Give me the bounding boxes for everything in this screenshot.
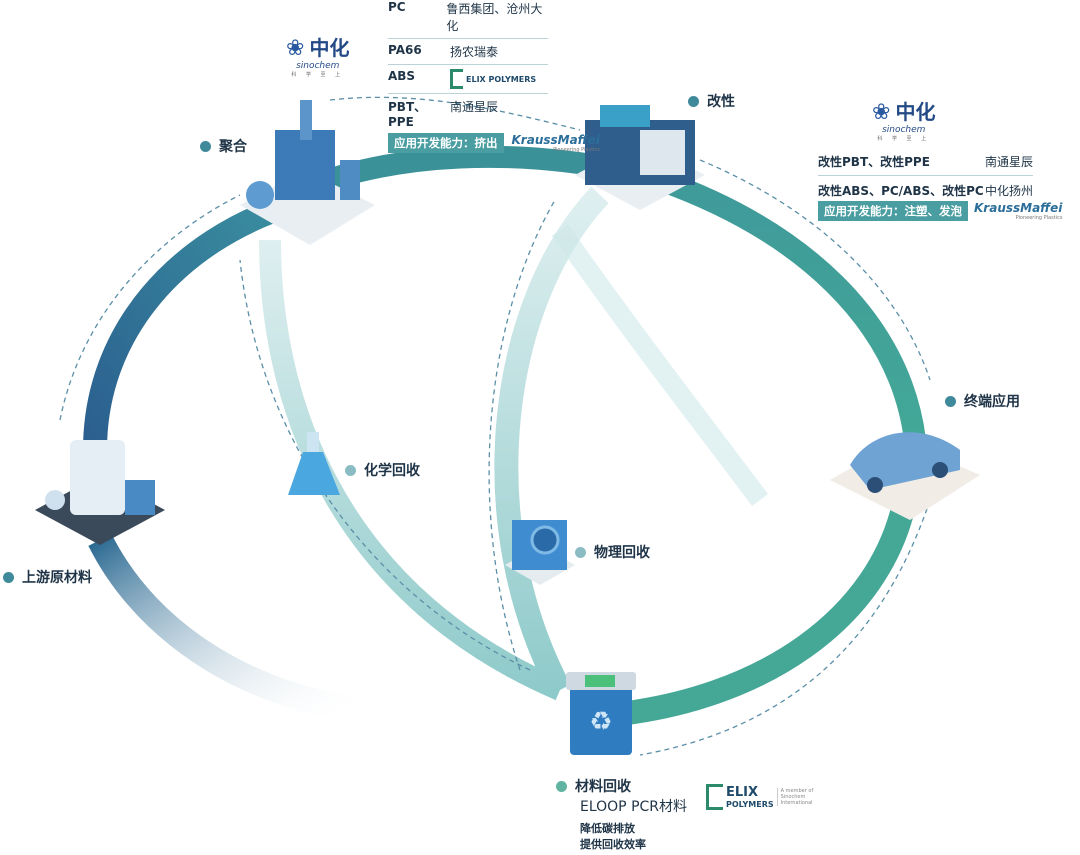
node-end-use: 终端应用 <box>945 391 1020 411</box>
arc-modification-to-enduse <box>656 169 926 442</box>
node-chemical-recycling: 化学回收 <box>345 460 420 480</box>
dashed-flow-1 <box>59 194 241 421</box>
upstream-facility-illustration <box>35 440 165 545</box>
node-label: 终端应用 <box>964 394 1020 410</box>
arc-chemical <box>259 239 565 701</box>
dashed-flow-3 <box>699 159 931 381</box>
dashed-flow-5 <box>239 259 531 671</box>
recycling-benefit: 提供回收效率 <box>580 838 646 851</box>
node-label: 材料回收 <box>575 779 631 795</box>
recycling-benefit: 降低碳排放 <box>580 822 635 835</box>
injection-machine-illustration <box>575 105 705 210</box>
node-dot <box>945 395 956 407</box>
node-label: 改性 <box>707 94 735 110</box>
node-label: 化学回收 <box>364 463 420 479</box>
dashed-flow-6 <box>488 199 556 671</box>
arc-modification-cross <box>551 224 768 507</box>
recycling-product: ELOOP PCR材料 <box>580 799 688 815</box>
elix-logo: ELIX POLYMERS <box>450 69 536 89</box>
node-dot <box>688 95 699 107</box>
node-label: 物理回收 <box>594 545 650 561</box>
car-illustration <box>830 432 980 520</box>
arc-upstream-to-polymer <box>83 193 294 451</box>
dashed-flow-2 <box>329 96 581 131</box>
node-physical-recycling: 物理回收 <box>575 542 650 562</box>
node-label: 聚合 <box>219 139 247 155</box>
gear-block-illustration <box>505 520 575 585</box>
node-material-recycling: 材料回收 ELOOP PCR材料 降低碳排放 提供回收效率 <box>556 776 687 852</box>
recycle-bin-illustration: ♻ <box>566 672 636 755</box>
node-dot <box>3 571 14 583</box>
node-dot <box>345 464 356 476</box>
dashed-flow-4 <box>639 499 931 756</box>
node-modification: 改性 <box>688 91 735 111</box>
node-dot <box>556 780 567 792</box>
polymer-plant-illustration <box>240 100 375 245</box>
node-upstream: 上游原材料 <box>3 567 92 587</box>
node-dot <box>200 140 211 152</box>
node-label: 上游原材料 <box>22 570 92 586</box>
node-dot <box>575 546 586 558</box>
arc-upstream-swoop <box>88 534 367 723</box>
capability-badge: 应用开发能力：挤出 <box>388 133 504 153</box>
capability-badge: 应用开发能力：注塑、发泡 <box>818 201 968 221</box>
arc-enduse-to-recycle <box>608 497 917 727</box>
flask-illustration <box>288 432 340 495</box>
node-polymerization: 聚合 <box>200 136 247 156</box>
svg-text:♻: ♻ <box>589 707 612 737</box>
